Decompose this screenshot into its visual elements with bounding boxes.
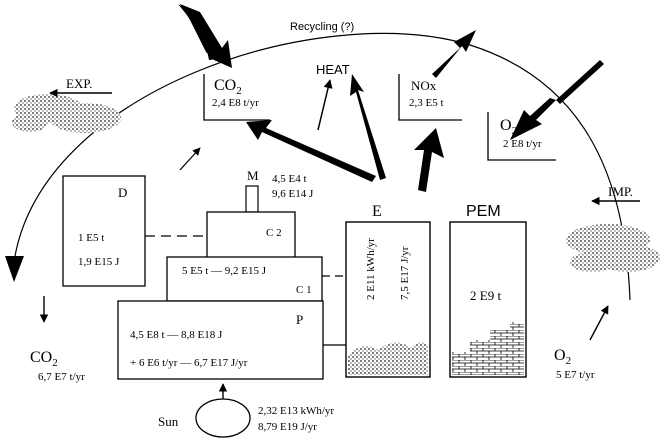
svg-text:5 E5 t — 9,2 E15 J: 5 E5 t — 9,2 E15 J (182, 265, 267, 277)
sun-icon (195, 398, 251, 438)
co2-bottom-group: CO2 6,7 E7 t/yr (30, 296, 85, 383)
svg-text:O2: O2 (554, 347, 571, 367)
svg-text:4,5 E8 t — 8,8 E18 J: 4,5 E8 t — 8,8 E18 J (130, 329, 223, 341)
svg-text:M: M (247, 168, 259, 183)
export-cloud (12, 94, 121, 133)
svg-text:Sun: Sun (158, 414, 179, 429)
c1-box: 5 E5 t — 9,2 E15 J C 1 (166, 256, 323, 302)
heat-label: HEAT (316, 62, 350, 77)
svg-text:D: D (118, 185, 127, 200)
svg-text:6,7 E7 t/yr: 6,7 E7 t/yr (38, 371, 85, 383)
svg-text:P: P (296, 312, 303, 327)
pem-box: PEM 2 E9 t (449, 203, 527, 378)
recycling-arc (13, 32, 631, 301)
svg-text:2 E11 kWh/yr: 2 E11 kWh/yr (365, 238, 377, 300)
svg-text:4,5 E4 t: 4,5 E4 t (272, 173, 307, 185)
m-box: M 4,5 E4 t 9,6 E14 J (245, 168, 314, 213)
recycling-label: Recycling (?) (290, 21, 354, 33)
svg-text:+ 6 E6 t/yr — 6,7 E17 J/yr: + 6 E6 t/yr — 6,7 E17 J/yr (130, 357, 248, 369)
svg-text:NOx: NOx (411, 78, 437, 93)
svg-text:2,4 E8 t/yr: 2,4 E8 t/yr (212, 97, 259, 109)
import-cloud (566, 224, 660, 272)
svg-text:8,79 E19 J/yr: 8,79 E19 J/yr (258, 421, 317, 433)
svg-text:7,5 E17 J/yr: 7,5 E17 J/yr (399, 246, 411, 300)
e-box: E 2 E11 kWh/yr 7,5 E17 J/yr (345, 203, 431, 378)
p-box: P 4,5 E8 t — 8,8 E18 J + 6 E6 t/yr — 6,7… (117, 300, 324, 380)
import-label: IMP. (608, 184, 633, 199)
export-label: EXP. (66, 76, 92, 91)
svg-text:9,6 E14 J: 9,6 E14 J (272, 188, 314, 200)
co2-top-group: CO2 2,4 E8 t/yr (203, 74, 270, 121)
sun-group: Sun 2,32 E13 kWh/yr 8,79 E19 J/yr (158, 383, 334, 438)
svg-text:5 E7 t/yr: 5 E7 t/yr (556, 369, 595, 381)
svg-text:PEM: PEM (466, 203, 501, 220)
svg-text:CO2: CO2 (214, 77, 242, 97)
svg-text:E: E (372, 203, 382, 220)
nox-group: NOx 2,3 E5 t (398, 74, 462, 121)
svg-text:2,3 E5 t: 2,3 E5 t (409, 97, 444, 109)
recycling-arc-arrowhead (5, 256, 24, 282)
svg-text:2 E9 t: 2 E9 t (470, 288, 501, 303)
svg-text:CO2: CO2 (30, 349, 58, 369)
svg-text:2,32 E13 kWh/yr: 2,32 E13 kWh/yr (258, 405, 334, 417)
svg-text:C 1: C 1 (296, 284, 312, 296)
c2-box: C 2 (206, 211, 296, 259)
svg-text:1,9 E15 J: 1,9 E15 J (78, 256, 120, 268)
svg-text:2 E8 t/yr: 2 E8 t/yr (503, 138, 542, 150)
o2-bottom-group: O2 5 E7 t/yr (554, 305, 609, 381)
svg-text:C 2: C 2 (266, 227, 282, 239)
d-box: D 1 E5 t 1,9 E15 J (62, 175, 146, 287)
svg-text:1 E5 t: 1 E5 t (78, 232, 104, 244)
flow-arrows (178, 4, 604, 192)
